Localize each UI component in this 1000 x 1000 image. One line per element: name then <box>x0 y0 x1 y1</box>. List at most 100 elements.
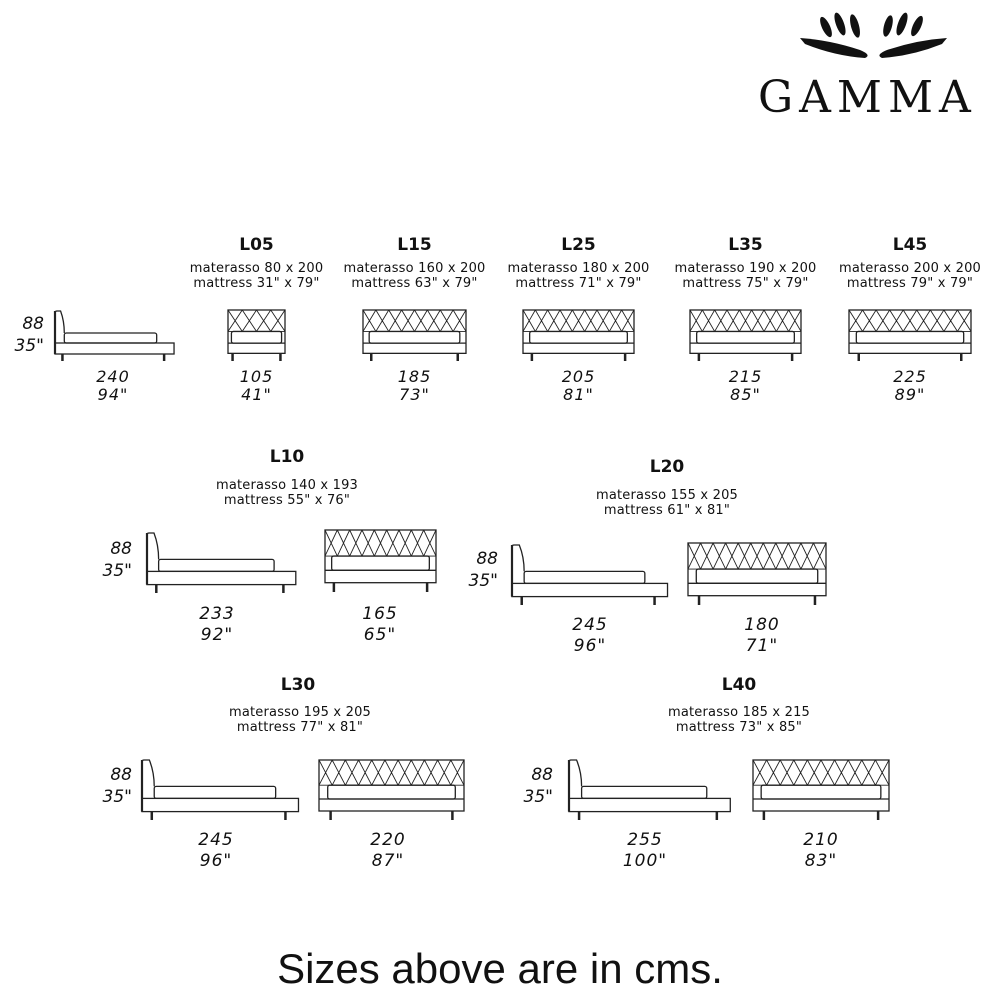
front-view-bed <box>522 309 635 361</box>
front-view-bed <box>324 529 437 592</box>
bed-base <box>141 797 300 813</box>
side-view-bed <box>145 532 297 593</box>
width-cm: 215 <box>728 367 763 386</box>
mattress <box>580 785 708 800</box>
mattress <box>327 784 456 800</box>
mattress <box>760 784 882 800</box>
width-in: 83" <box>804 851 838 871</box>
materasso-size: materasso 180 x 200 <box>507 261 650 276</box>
mattress-size: mattress 31" x 79" <box>193 276 320 291</box>
width-in: 85" <box>730 385 761 404</box>
width-in: 89" <box>894 385 926 404</box>
mattress <box>855 330 965 344</box>
width-in: 41" <box>241 385 272 404</box>
mattress <box>157 558 275 573</box>
quilted-headboard <box>687 542 827 570</box>
height-in: 35" <box>102 787 132 807</box>
width-in: 71" <box>745 636 779 656</box>
length-cm: 245 <box>572 615 608 635</box>
quilted-headboard <box>362 309 467 332</box>
mattress <box>63 332 158 344</box>
materasso-size: materasso 160 x 200 <box>343 261 486 276</box>
model-code: L05 <box>239 235 274 255</box>
width-in: 87" <box>371 851 405 871</box>
mattress-size: mattress 63" x 79" <box>351 276 478 291</box>
side-view-bed <box>140 759 300 820</box>
materasso-size: materasso 200 x 200 <box>838 261 982 276</box>
width-cm: 180 <box>744 615 780 635</box>
front-view-bed <box>689 309 802 361</box>
mattress <box>695 568 819 584</box>
quilted-headboard <box>324 529 437 557</box>
width-in: 73" <box>399 385 430 404</box>
length-cm: 245 <box>198 830 234 850</box>
mattress-size: mattress 77" x 81" <box>236 720 364 735</box>
height-label: 88 35" <box>4 313 44 357</box>
height-in: 35" <box>468 571 498 591</box>
mattress <box>523 570 646 585</box>
front-view-bed <box>362 309 467 361</box>
side-view-bed <box>53 310 175 361</box>
height-cm: 88 <box>110 539 132 559</box>
units-note: Sizes above are in cms. <box>277 945 723 992</box>
mattress <box>529 330 628 344</box>
headboard <box>568 759 583 799</box>
materasso-size: materasso 185 x 215 <box>667 705 811 720</box>
quilted-headboard <box>689 309 802 332</box>
mattress <box>331 555 430 571</box>
mattress-size: mattress 75" x 79" <box>682 276 809 291</box>
model-code: L15 <box>397 235 432 255</box>
mattress-size: mattress 61" x 81" <box>603 503 731 518</box>
length-cm: 233 <box>199 604 235 624</box>
mattress-size: mattress 55" x 76" <box>223 493 351 508</box>
side-view-bed <box>567 759 731 820</box>
headboard <box>511 544 525 584</box>
bed-base <box>511 582 669 598</box>
mattress <box>153 785 277 800</box>
brand-name: GAMMA <box>758 72 977 123</box>
height-cm: 88 <box>531 765 553 785</box>
width-cm: 225 <box>893 367 927 386</box>
materasso-size: materasso 195 x 205 <box>228 705 372 720</box>
headboard <box>141 759 155 799</box>
model-code: L25 <box>561 235 596 255</box>
hands-logo <box>800 12 947 58</box>
headboard <box>146 532 160 572</box>
materasso-size: materasso 190 x 200 <box>674 261 817 276</box>
quilted-headboard <box>227 309 286 332</box>
length-cm: 255 <box>627 830 663 850</box>
mattress-size: mattress 79" x 79" <box>846 276 974 291</box>
model-code: L35 <box>728 235 763 255</box>
model-code: L20 <box>649 457 685 477</box>
length-in: 94" <box>97 385 129 404</box>
quilted-headboard <box>522 309 635 332</box>
materasso-size: materasso 140 x 193 <box>215 478 359 493</box>
mattress-size: mattress 71" x 79" <box>515 276 642 291</box>
length-cm: 240 <box>96 367 130 386</box>
bed-base <box>146 570 297 586</box>
width-cm: 165 <box>362 604 398 624</box>
model-code: L30 <box>280 675 316 695</box>
height-cm: 88 <box>476 549 498 569</box>
